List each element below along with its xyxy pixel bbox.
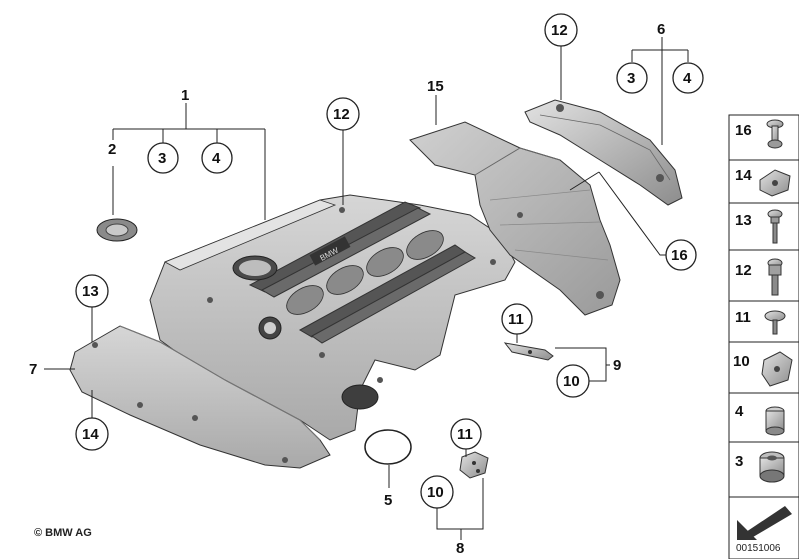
bracket-8-part[interactable] [459, 451, 489, 479]
side-parts-panel: 16 14 13 12 11 [728, 114, 799, 559]
callout-9[interactable]: 9 [613, 357, 621, 374]
bolt-12-icon [767, 258, 783, 296]
side-label-4[interactable]: 4 [735, 403, 744, 420]
side-label-12[interactable]: 12 [735, 262, 752, 279]
callout-12-trim[interactable]: 12 [551, 22, 568, 39]
side-label-3[interactable]: 3 [735, 453, 743, 470]
side-label-11[interactable]: 11 [735, 309, 751, 326]
callout-3-trim[interactable]: 3 [627, 70, 635, 87]
callout-8[interactable]: 8 [456, 540, 464, 557]
engine-cover-part[interactable]: BMW [149, 194, 516, 441]
callout-3-cover[interactable]: 3 [158, 150, 166, 167]
side-label-16[interactable]: 16 [735, 122, 752, 139]
callout-7[interactable]: 7 [29, 361, 37, 378]
callout-11-bracket8[interactable]: 11 [457, 426, 473, 443]
cap-part[interactable] [96, 218, 138, 242]
grommet-icon [759, 451, 785, 483]
side-label-10[interactable]: 10 [733, 353, 750, 370]
clip-nut-icon [759, 169, 791, 197]
arrow-symbol-icon [737, 505, 795, 540]
callouts: 1 2 3 4 12 15 12 6 3 4 16 13 7 14 11 9 1… [29, 13, 704, 557]
side-label-14[interactable]: 14 [735, 167, 752, 184]
callout-10-bracket8[interactable]: 10 [427, 484, 444, 501]
callout-2[interactable]: 2 [108, 141, 116, 158]
callout-14[interactable]: 14 [82, 426, 99, 443]
callout-10-bracket9[interactable]: 10 [563, 373, 580, 390]
copyright-text: © BMW AG [34, 527, 92, 539]
bracket-9-part[interactable] [503, 342, 554, 361]
spring-nut-icon [761, 351, 793, 387]
callout-16[interactable]: 16 [671, 247, 688, 264]
seal-ring-part[interactable] [364, 429, 412, 465]
callout-13[interactable]: 13 [82, 283, 99, 300]
lower-cover-part[interactable] [69, 325, 331, 469]
spacer-icon [765, 406, 785, 436]
diagram-id-text: 00151006 [736, 543, 781, 554]
top-trim-part[interactable] [524, 99, 683, 206]
push-rivet-icon [766, 119, 784, 149]
callout-5[interactable]: 5 [384, 492, 392, 509]
callout-4-trim[interactable]: 4 [683, 70, 692, 87]
callout-6[interactable]: 6 [657, 21, 665, 38]
callout-12-cover[interactable]: 12 [333, 106, 350, 123]
washer-screw-icon [764, 310, 786, 335]
callout-15[interactable]: 15 [427, 78, 444, 95]
heat-shield-part[interactable] [409, 121, 621, 316]
screw-13-icon [767, 209, 783, 244]
callout-4-cover[interactable]: 4 [212, 150, 221, 167]
side-label-13[interactable]: 13 [735, 212, 752, 229]
callout-11-bracket9[interactable]: 11 [508, 311, 524, 328]
callout-1[interactable]: 1 [181, 87, 189, 104]
